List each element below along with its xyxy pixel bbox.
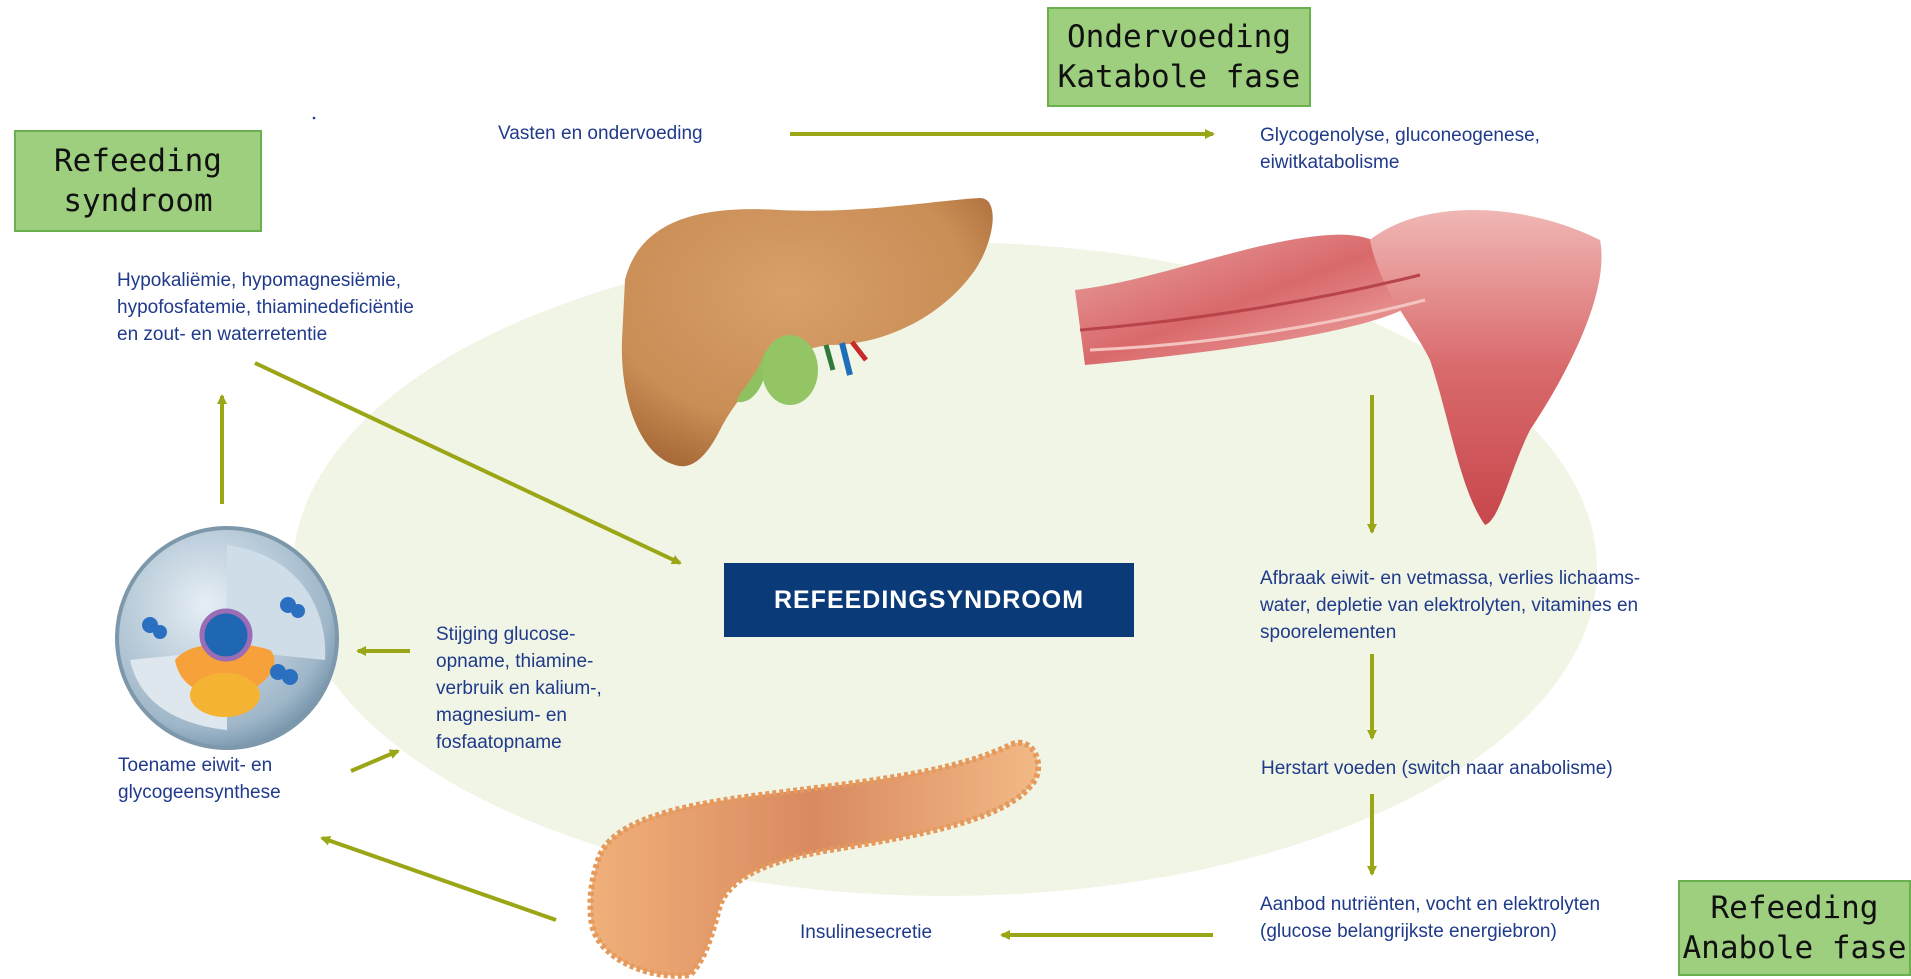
center-title-box: REFEEDINGSYNDROOM	[724, 563, 1134, 637]
label-supply: Aanbod nutriënten, vocht en elektrolyten…	[1260, 891, 1600, 945]
label-breakdown-line1: Afbraak eiwit- en vetmassa, verlies lich…	[1260, 565, 1640, 592]
label-synthesis-line2: glycogeensynthese	[118, 779, 281, 806]
label-uptake-line1: Stijging glucose-	[436, 621, 602, 648]
label-fasting-text: Vasten en ondervoeding	[498, 120, 703, 147]
label-uptake: Stijging glucose- opname, thiamine- verb…	[436, 621, 602, 756]
arrow-pancreas-to-synthesis	[322, 838, 556, 920]
label-deficiencies-line1: Hypokaliëmie, hypomagnesiëmie,	[117, 267, 414, 294]
label-deficiencies-line2: hypofosfatemie, thiaminedeficiëntie	[117, 294, 414, 321]
label-insulin: Insulinesecretie	[800, 919, 932, 946]
label-glyco: Glycogenolyse, gluconeogenese, eiwitkata…	[1260, 122, 1540, 176]
phase-box-refeeding-syndroom: Refeeding syndroom	[14, 130, 262, 232]
phase-box-ondervoeding: Ondervoeding Katabole fase	[1047, 7, 1311, 107]
label-breakdown-line2: water, depletie van elektrolyten, vitami…	[1260, 592, 1640, 619]
phase-box-ondervoeding-line1: Ondervoeding	[1067, 17, 1291, 57]
label-insulin-text: Insulinesecretie	[800, 919, 932, 946]
label-breakdown: Afbraak eiwit- en vetmassa, verlies lich…	[1260, 565, 1640, 646]
dot-mark	[313, 117, 316, 120]
phase-box-refeeding-syndroom-line1: Refeeding	[54, 141, 222, 181]
label-deficiencies-line3: en zout- en waterretentie	[117, 321, 414, 348]
phase-box-refeeding-anabole-line1: Refeeding	[1711, 888, 1879, 928]
center-title: REFEEDINGSYNDROOM	[774, 586, 1084, 615]
label-supply-line1: Aanbod nutriënten, vocht en elektrolyten	[1260, 891, 1600, 918]
label-glyco-line1: Glycogenolyse, gluconeogenese,	[1260, 122, 1540, 149]
label-fasting: Vasten en ondervoeding	[498, 120, 703, 147]
label-restart: Herstart voeden (switch naar anabolisme)	[1261, 755, 1613, 782]
phase-box-refeeding-anabole: Refeeding Anabole fase	[1678, 880, 1911, 976]
label-supply-line2: (glucose belangrijkste energiebron)	[1260, 918, 1600, 945]
arrow-synthesis-to-uptake	[351, 751, 398, 771]
label-uptake-line3: verbruik en kalium-,	[436, 675, 602, 702]
label-restart-text: Herstart voeden (switch naar anabolisme)	[1261, 755, 1613, 782]
label-breakdown-line3: spoorelementen	[1260, 619, 1640, 646]
label-deficiencies: Hypokaliëmie, hypomagnesiëmie, hypofosfa…	[117, 267, 414, 348]
cell-illustration	[117, 528, 337, 748]
label-synthesis-line1: Toename eiwit- en	[118, 752, 281, 779]
label-uptake-line5: fosfaatopname	[436, 729, 602, 756]
phase-box-refeeding-syndroom-line2: syndroom	[63, 181, 212, 221]
label-uptake-line2: opname, thiamine-	[436, 648, 602, 675]
phase-box-refeeding-anabole-line2: Anabole fase	[1683, 928, 1907, 968]
label-synthesis: Toename eiwit- en glycogeensynthese	[118, 752, 281, 806]
label-uptake-line4: magnesium- en	[436, 702, 602, 729]
label-glyco-line2: eiwitkatabolisme	[1260, 149, 1540, 176]
phase-box-ondervoeding-line2: Katabole fase	[1058, 57, 1301, 97]
